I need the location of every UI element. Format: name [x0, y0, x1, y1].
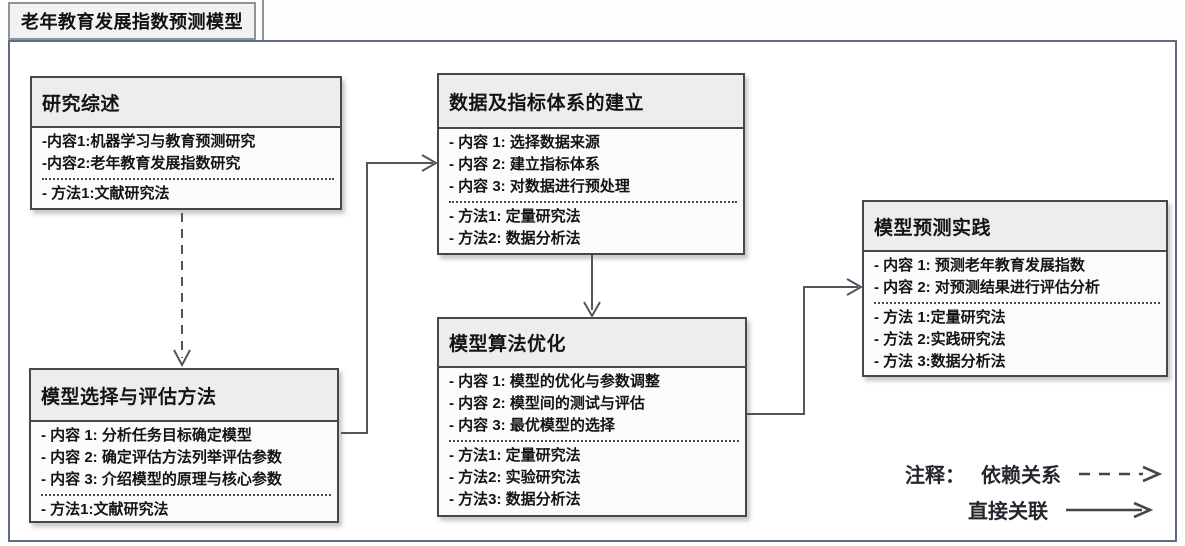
dotted-separator [42, 178, 334, 180]
method-item: - 方法 1:定量研究法 [874, 309, 1006, 326]
method-item: - 方法1:文献研究法 [41, 501, 169, 518]
content-item: - 内容 2: 模型间的测试与评估 [449, 395, 645, 412]
node-model-algorithm-optimization: 模型算法优化 - 内容 1: 模型的优化与参数调整 - 内容 2: 模型间的测试… [437, 317, 747, 517]
content-item: - 内容 2: 确定评估方法列举评估参数 [41, 449, 282, 466]
dotted-separator [449, 440, 739, 442]
node-title: 数据及指标体系的建立 [439, 75, 743, 129]
dotted-separator [41, 494, 331, 496]
method-item: - 方法1: 定量研究法 [449, 447, 581, 464]
legend-solid-label: 直接关联 [968, 501, 1048, 523]
solid-arrow-icon [1066, 501, 1154, 518]
content-item: - 内容 2: 建立指标体系 [449, 156, 600, 173]
node-model-prediction-practice: 模型预测实践 - 内容 1: 预测老年教育发展指数 - 内容 2: 对预测结果进… [862, 200, 1168, 377]
content-item: - 内容 2: 对预测结果进行评估分析 [874, 279, 1100, 296]
node-research-review: 研究综述 -内容1:机器学习与教育预测研究 -内容2:老年教育发展指数研究 - … [30, 76, 342, 210]
method-item: - 方法2: 实验研究法 [449, 469, 581, 486]
tab-edge-line [262, 0, 264, 40]
content-item: - 内容 1: 分析任务目标确定模型 [41, 427, 252, 444]
dashed-arrow-icon [1079, 465, 1163, 482]
node-body: - 内容 1: 模型的优化与参数调整 - 内容 2: 模型间的测试与评估 - 内… [439, 368, 745, 513]
method-item: - 方法 2:实践研究法 [874, 331, 1006, 348]
node-title: 模型选择与评估方法 [31, 370, 337, 422]
node-model-selection-evaluation: 模型选择与评估方法 - 内容 1: 分析任务目标确定模型 - 内容 2: 确定评… [29, 368, 339, 523]
node-title: 模型预测实践 [864, 202, 1166, 252]
content-item: - 内容 1: 模型的优化与参数调整 [449, 373, 660, 390]
legend-label: 注释： [905, 465, 965, 487]
node-title: 研究综述 [32, 78, 340, 128]
node-body: - 内容 1: 分析任务目标确定模型 - 内容 2: 确定评估方法列举评估参数 … [31, 422, 337, 523]
diagram-title-tab: 老年教育发展指数预测模型 [8, 2, 256, 40]
node-title: 模型算法优化 [439, 319, 745, 368]
content-item: - 内容 1: 选择数据来源 [449, 134, 600, 151]
method-item: - 方法2: 数据分析法 [449, 230, 581, 247]
method-item: - 方法1: 定量研究法 [449, 208, 581, 225]
legend-direct-row: 直接关联 [968, 495, 1154, 524]
method-item: - 方法1:文献研究法 [42, 185, 170, 202]
node-body: -内容1:机器学习与教育预测研究 -内容2:老年教育发展指数研究 - 方法1:文… [32, 128, 340, 207]
method-item: - 方法 3:数据分析法 [874, 353, 1006, 370]
legend-dependency-row: 注释： 依赖关系 [905, 459, 1163, 488]
content-item: - 内容 3: 介绍模型的原理与核心参数 [41, 471, 282, 488]
method-item: - 方法3: 数据分析法 [449, 491, 581, 508]
content-item: - 内容 1: 预测老年教育发展指数 [874, 257, 1085, 274]
legend-dashed-label: 依赖关系 [981, 465, 1061, 487]
content-item: - 内容 3: 对数据进行预处理 [449, 178, 630, 195]
content-item: - 内容 3: 最优模型的选择 [449, 417, 615, 434]
content-item: -内容1:机器学习与教育预测研究 [42, 133, 256, 150]
node-data-indicator-system: 数据及指标体系的建立 - 内容 1: 选择数据来源 - 内容 2: 建立指标体系… [437, 73, 745, 255]
node-body: - 内容 1: 预测老年教育发展指数 - 内容 2: 对预测结果进行评估分析 -… [864, 252, 1166, 375]
content-item: -内容2:老年教育发展指数研究 [42, 155, 241, 172]
dotted-separator [449, 201, 737, 203]
node-body: - 内容 1: 选择数据来源 - 内容 2: 建立指标体系 - 内容 3: 对数… [439, 129, 743, 252]
dotted-separator [874, 302, 1160, 304]
